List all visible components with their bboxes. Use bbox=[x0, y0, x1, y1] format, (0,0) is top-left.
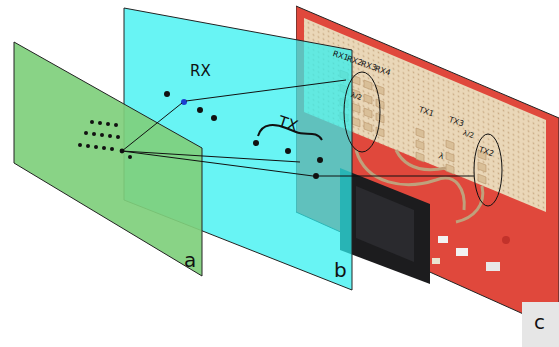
plane-outline bbox=[12, 38, 207, 282]
array-name: RX bbox=[190, 64, 211, 79]
projection-plane: b bbox=[120, 4, 356, 294]
plane-outline bbox=[120, 4, 356, 294]
plane-letter: b bbox=[334, 260, 347, 280]
plane-letter: c bbox=[534, 312, 545, 332]
plane-letter: a bbox=[184, 250, 196, 270]
projection-plane: a bbox=[12, 38, 207, 282]
